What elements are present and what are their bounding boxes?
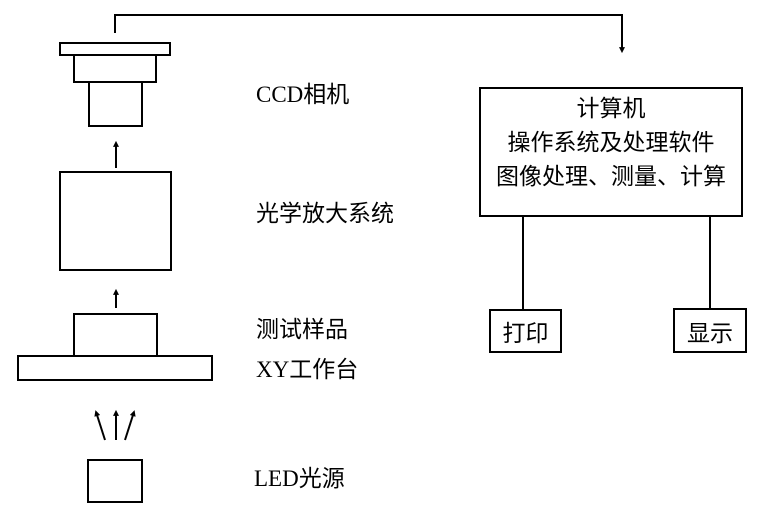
optical-system-label: 光学放大系统 <box>256 201 394 226</box>
test-sample-label: 测试样品 <box>256 317 348 342</box>
camera-to-computer-line <box>114 14 625 54</box>
light-ray-left <box>94 410 106 441</box>
display-box-label: 显示 <box>687 320 733 346</box>
computer-software-line: 操作系统及处理软件 <box>507 130 715 155</box>
display-box: 显示 <box>673 308 747 353</box>
computer-functions-line: 图像处理、测量、计算 <box>496 164 726 189</box>
light-ray-right <box>124 410 136 441</box>
test-sample-box <box>73 313 158 355</box>
computer-title: 计算机 <box>576 96 646 121</box>
ccd-camera-top-shape <box>59 42 171 56</box>
xy-stage-label: XY工作台 <box>256 357 359 382</box>
print-box-label: 打印 <box>502 321 549 346</box>
print-box: 打印 <box>489 309 562 353</box>
computer-box-text: 计算机 操作系统及处理软件 图像处理、测量、计算 <box>479 92 743 194</box>
ccd-camera-label: CCD相机 <box>256 82 350 107</box>
xy-stage-box <box>17 355 213 381</box>
ccd-camera-lens-shape <box>88 83 143 127</box>
ccd-camera-body-shape <box>73 56 157 83</box>
led-source-box <box>87 459 143 503</box>
led-source-label: LED光源 <box>254 466 345 491</box>
computer-box <box>479 87 743 217</box>
optical-system-box <box>59 171 172 271</box>
